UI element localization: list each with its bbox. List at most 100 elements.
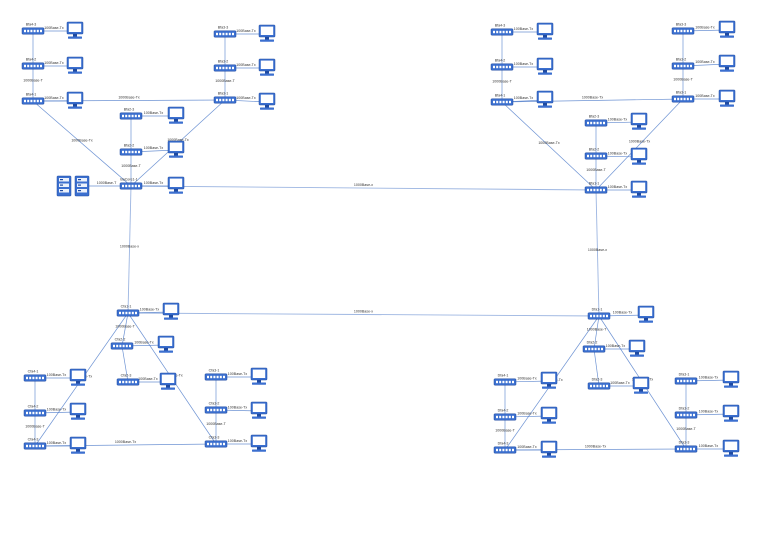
link-label: 100Base-Tx [514, 27, 534, 31]
pc-node[interactable] [632, 376, 650, 394]
pc-node[interactable] [258, 24, 276, 42]
pc-node[interactable] [69, 436, 87, 454]
switch-node[interactable]: Dfa3-1 [674, 373, 698, 385]
switch-node[interactable]: Cfa3-3 [204, 436, 228, 448]
computer-icon [167, 106, 185, 124]
link-label: 100Base-Tx [695, 60, 715, 64]
switch-node[interactable]: Cfa2-2 [110, 338, 134, 350]
link-label: 1000Base-Tx [538, 141, 560, 145]
pc-node[interactable] [718, 89, 736, 107]
pc-node[interactable] [69, 368, 87, 386]
switch-node[interactable]: Bfa4-2 [490, 59, 514, 71]
switch-node[interactable]: Bfa4-3 [21, 23, 45, 35]
switch-node[interactable]: Cfa4-2 [23, 405, 47, 417]
computer-icon [258, 92, 276, 110]
switch-node[interactable]: Bfa3-1 [671, 91, 695, 103]
switch-node[interactable]: Dfa2-3 [587, 378, 611, 390]
pc-node[interactable] [536, 22, 554, 40]
switch-icon [493, 378, 517, 386]
switch-node[interactable]: Bfa4-2 [21, 58, 45, 70]
server-node[interactable] [74, 175, 90, 197]
pc-node[interactable] [162, 302, 180, 320]
link-label: 100Base-Tx [44, 26, 64, 30]
pc-node[interactable] [722, 370, 740, 388]
switch-node[interactable]: Bfa1-1 [584, 182, 608, 194]
link-label: 1000Base-Tx [582, 96, 604, 100]
pc-node[interactable] [540, 440, 558, 458]
link-A9-C1 [127, 185, 132, 314]
pc-node[interactable] [167, 106, 185, 124]
pc-node[interactable] [69, 402, 87, 420]
switch-node[interactable]: Cfa3-1 [204, 369, 228, 381]
switch-node[interactable]: Dfa4-3 [493, 442, 517, 454]
switch-label: Cfa4-3 [28, 438, 39, 442]
link-label: 100Base-Tx [699, 376, 719, 380]
switch-node[interactable]: Cfa1-1 [116, 305, 140, 317]
pc-node[interactable] [66, 56, 84, 74]
switch-node[interactable]: Bfa4-1 [21, 93, 45, 105]
switch-node[interactable]: Bfa3-1 [213, 92, 237, 104]
pc-node[interactable] [637, 305, 655, 323]
pc-node[interactable] [718, 54, 736, 72]
pc-node[interactable] [66, 91, 84, 109]
pc-node[interactable] [258, 92, 276, 110]
computer-icon [536, 57, 554, 75]
switch-icon [213, 30, 237, 38]
pc-node[interactable] [536, 57, 554, 75]
switch-node[interactable]: Dfa3-2 [674, 407, 698, 419]
pc-node[interactable] [722, 439, 740, 457]
pc-node[interactable] [540, 406, 558, 424]
pc-node[interactable] [258, 58, 276, 76]
switch-node[interactable]: Bfa3-3 [213, 26, 237, 38]
switch-node[interactable]: Dfa2-2 [582, 341, 606, 353]
switch-label: Cfa3-3 [209, 436, 220, 440]
switch-node[interactable]: Dfa3-3 [674, 441, 698, 453]
switch-node[interactable]: Bfa2-3 [119, 108, 143, 120]
pc-node[interactable] [66, 21, 84, 39]
link-label: 100Base-Tx [514, 96, 534, 100]
switch-node[interactable]: Bfa2-3 [584, 115, 608, 127]
switch-label: Bfa2-2 [589, 148, 600, 152]
pc-node[interactable] [167, 140, 185, 158]
switch-node[interactable]: Cfa3-2 [204, 402, 228, 414]
pc-node[interactable] [159, 372, 177, 390]
pc-node[interactable] [718, 20, 736, 38]
switch-node[interactable]: Dfa4-2 [493, 409, 517, 421]
pc-node[interactable] [536, 90, 554, 108]
link-C1-C2 [121, 312, 129, 347]
switch-node[interactable]: Bfa4-3 [490, 24, 514, 36]
pc-node[interactable] [628, 339, 646, 357]
link-label: 100Base-Tx [517, 445, 537, 449]
switch-node[interactable]: Cfa4-3 [23, 438, 47, 450]
switch-node[interactable]: Bfa3-2 [213, 60, 237, 72]
switch-node[interactable]: Bfa4-1 [490, 94, 514, 106]
computer-icon [69, 402, 87, 420]
switch-icon [204, 406, 228, 414]
pc-node[interactable] [630, 147, 648, 165]
pc-node[interactable] [540, 371, 558, 389]
switch-node[interactable]: BaCore1-1 [119, 178, 143, 190]
pc-node[interactable] [250, 434, 268, 452]
pc-node[interactable] [250, 367, 268, 385]
switch-label: Bfa3-1 [676, 91, 687, 95]
switch-node[interactable]: Cfa2-3 [116, 374, 140, 386]
link-label: 1000Base-T [586, 168, 606, 172]
switch-node[interactable]: Cfa4-1 [23, 370, 47, 382]
pc-node[interactable] [250, 401, 268, 419]
links-layer [32, 29, 732, 451]
pc-node[interactable] [630, 112, 648, 130]
switch-node[interactable]: Dfa1-1 [587, 308, 611, 320]
link-label: 1000Base-Tx [167, 138, 189, 142]
switch-node[interactable]: Dfa4-1 [493, 374, 517, 386]
pc-node[interactable] [157, 335, 175, 353]
switch-node[interactable]: Bfa3-3 [671, 23, 695, 35]
server-node[interactable] [56, 175, 72, 197]
pc-node[interactable] [167, 176, 185, 194]
switch-node[interactable]: Bfa2-2 [119, 144, 143, 156]
switch-node[interactable]: Bfa3-2 [671, 58, 695, 70]
server-icon [56, 175, 72, 197]
switch-node[interactable]: Bfa2-2 [584, 148, 608, 160]
link-label: 100Base-Tx [228, 372, 248, 376]
pc-node[interactable] [630, 180, 648, 198]
pc-node[interactable] [722, 404, 740, 422]
